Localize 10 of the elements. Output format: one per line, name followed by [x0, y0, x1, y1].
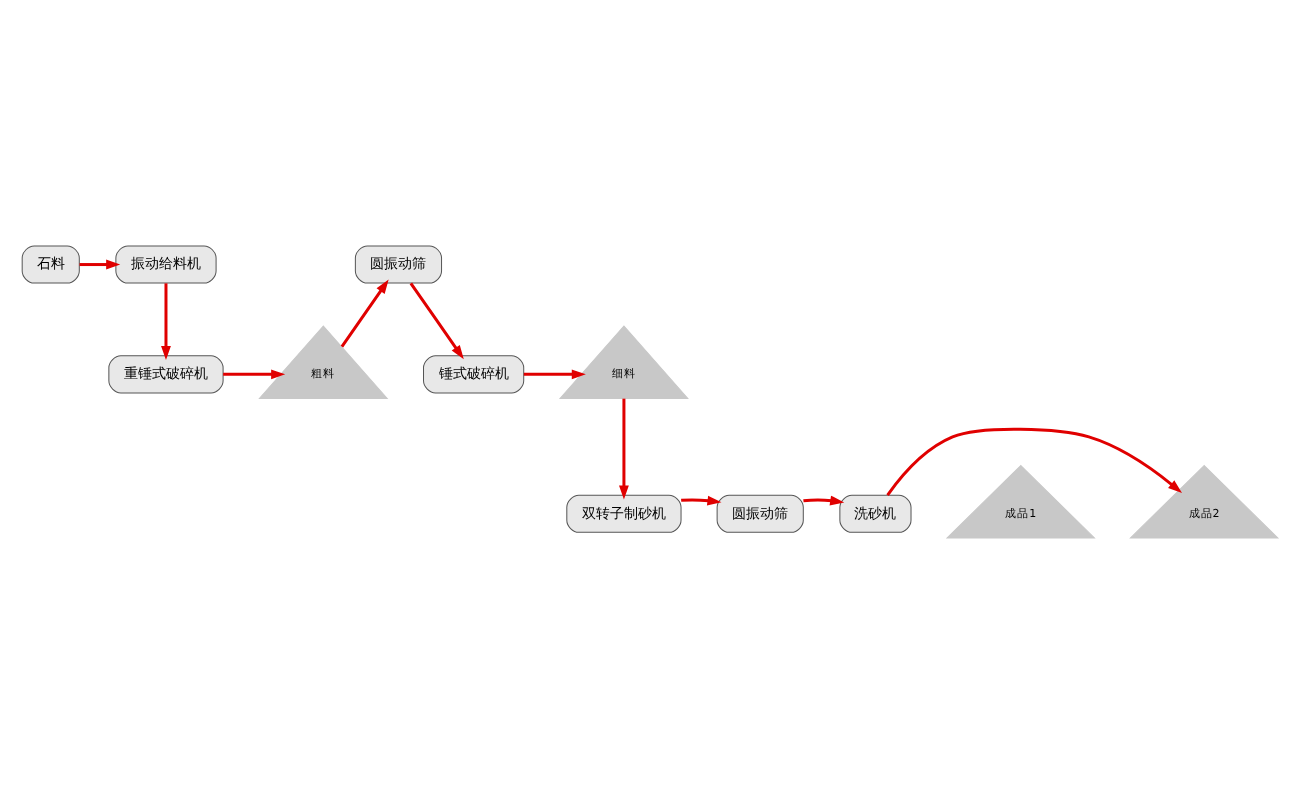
arrow: [803, 494, 845, 505]
arrow: [523, 368, 586, 379]
arrow: [340, 278, 389, 347]
arrow: [681, 494, 722, 505]
arrow: [619, 397, 629, 499]
arrow: [161, 282, 171, 360]
arrow: [79, 258, 121, 269]
arrow: [886, 426, 1183, 495]
arrow: [223, 368, 286, 379]
arrow: [409, 281, 464, 359]
